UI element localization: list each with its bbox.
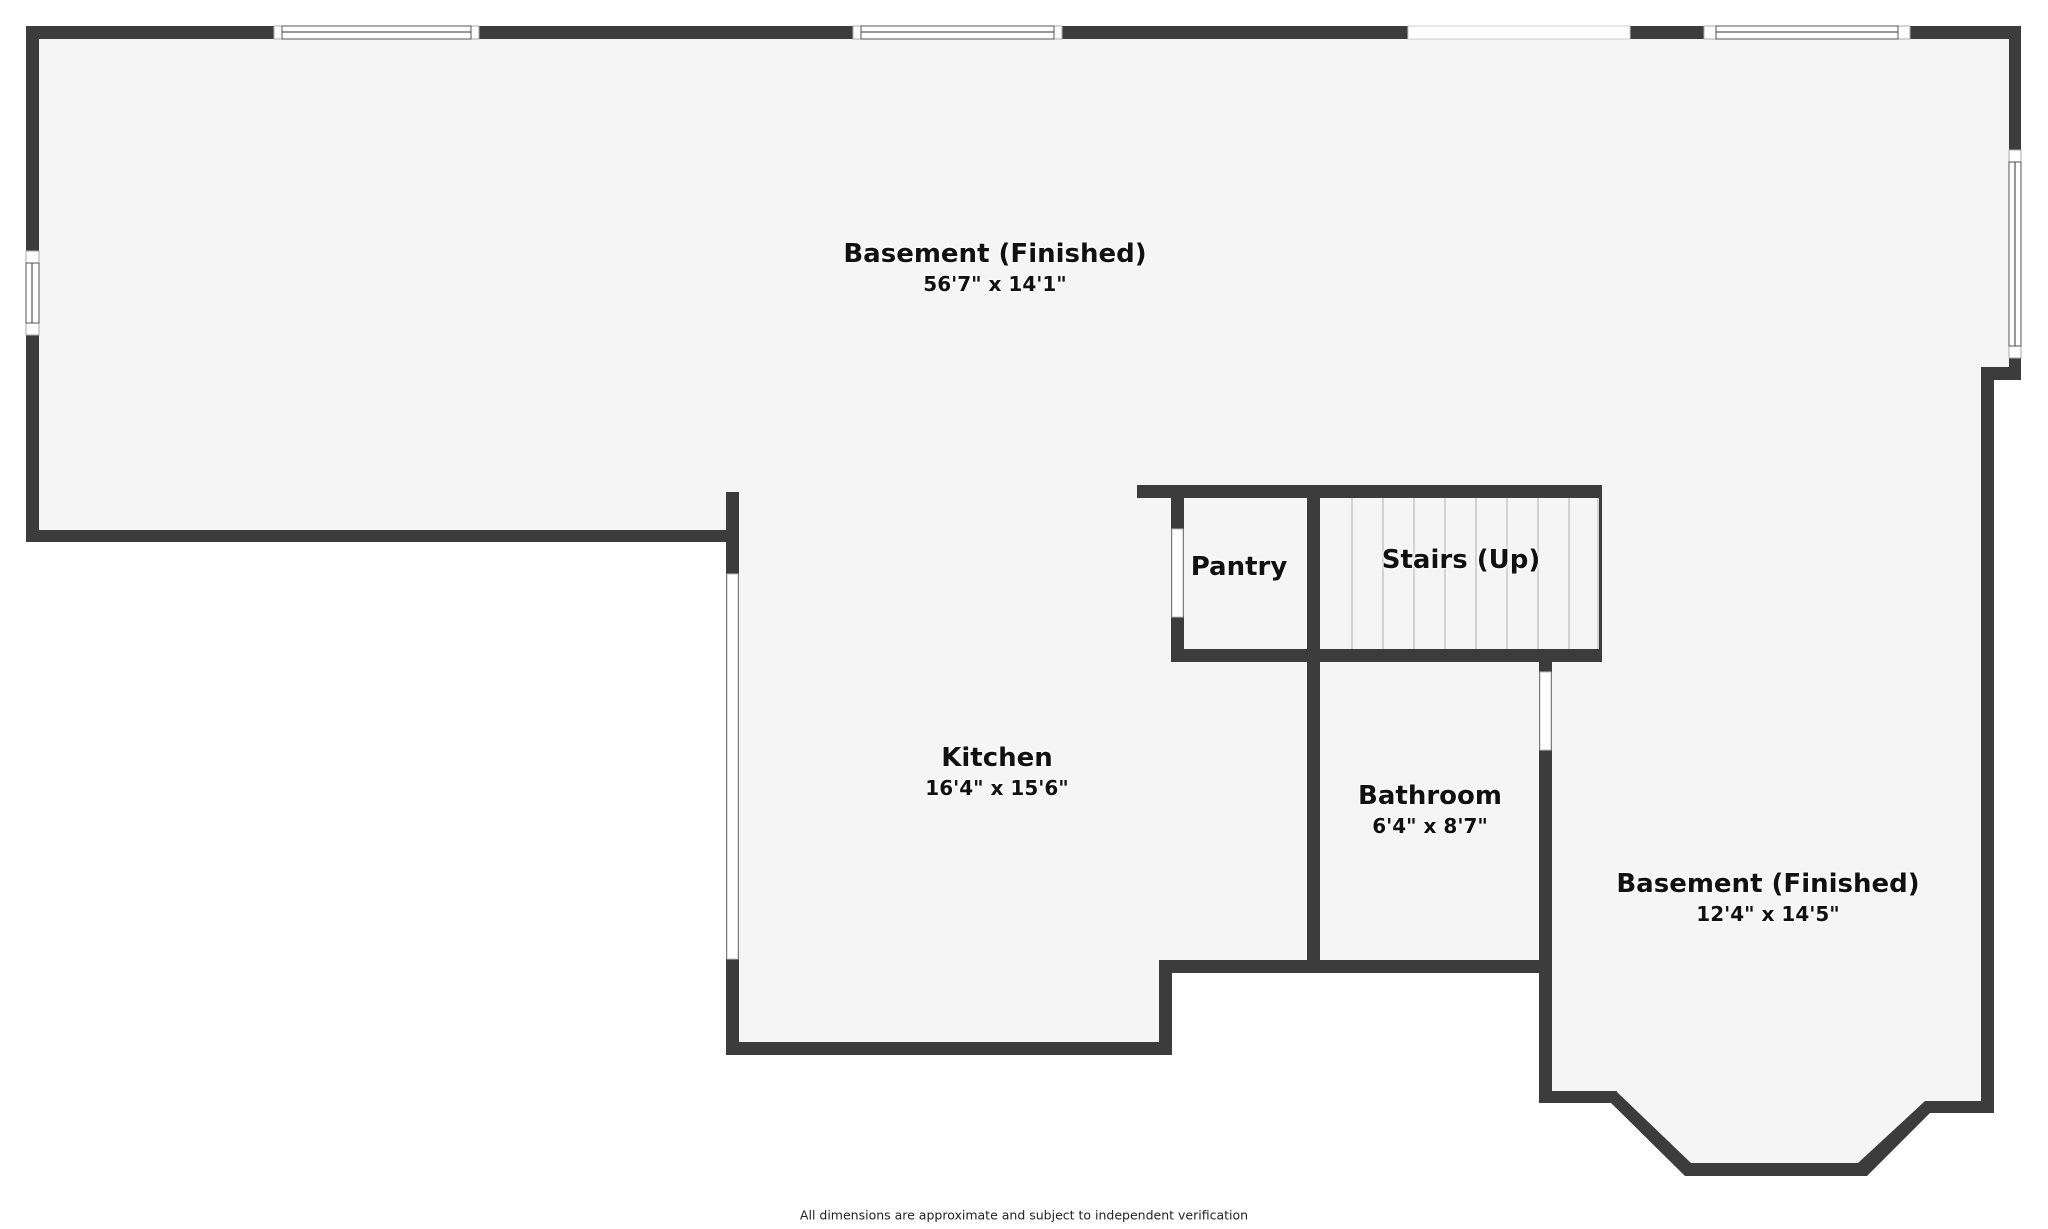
wall-middle <box>1307 485 1320 973</box>
room-label-basement-secondary: Basement (Finished) 12'4" x 14'5" <box>1616 868 1919 928</box>
stair-treads <box>1351 498 1599 649</box>
wall-stairs-right <box>1599 485 1602 662</box>
room-label-kitchen: Kitchen 16'4" x 15'6" <box>925 742 1068 802</box>
disclaimer-footer: All dimensions are approximate and subje… <box>799 1207 1249 1223</box>
floor-area <box>32 32 2015 1170</box>
wall-kitchen-bottom <box>726 1042 1172 1055</box>
wall-kitchen-step <box>1159 960 1172 1055</box>
wall-basement2-bottom-left <box>1539 1091 1617 1103</box>
wall-bay-right-diagonal <box>1858 1101 1935 1176</box>
door-bathroom <box>1539 671 1552 751</box>
wall-bath-bottom <box>1159 960 1552 973</box>
wall-right-lower <box>1981 367 1994 1113</box>
room-label-stairs: Stairs (Up) <box>1382 544 1540 576</box>
room-name: Basement (Finished) <box>843 239 1147 269</box>
room-name: Bathroom <box>1358 781 1502 811</box>
wall-bay-right-step <box>1925 1101 1994 1113</box>
room-name: Kitchen <box>941 743 1053 773</box>
opening-kitchen-left <box>726 573 739 960</box>
window-right <box>2008 149 2022 359</box>
room-label-pantry: Pantry <box>1191 551 1288 583</box>
room-label-basement-main: Basement (Finished) 56'7" x 14'1" <box>843 238 1146 298</box>
window-top-1 <box>273 25 480 40</box>
opening-top <box>1407 25 1631 40</box>
wall-bay-left-diagonal <box>1608 1092 1691 1176</box>
wall-bath-right <box>1539 649 1552 1103</box>
room-dimensions: 6'4" x 8'7" <box>1372 814 1488 838</box>
windows <box>25 25 2022 960</box>
wall-bay-bottom <box>1685 1163 1867 1176</box>
wall-stairs-bottom <box>1171 649 1602 662</box>
room-name: Pantry <box>1190 552 1288 582</box>
window-left <box>25 250 40 336</box>
room-dimensions: 12'4" x 14'5" <box>1696 902 1840 926</box>
room-dimensions: 56'7" x 14'1" <box>923 272 1067 296</box>
room-name: Stairs (Up) <box>1381 545 1541 575</box>
window-top-2 <box>852 25 1063 40</box>
door-pantry <box>1171 528 1184 618</box>
room-dimensions: 16'4" x 15'6" <box>925 776 1069 800</box>
window-top-3 <box>1703 25 1911 40</box>
wall-basement-bottom <box>26 530 739 542</box>
room-name: Basement (Finished) <box>1616 869 1920 899</box>
wall-stairs-top <box>1137 485 1602 498</box>
room-label-bathroom: Bathroom 6'4" x 8'7" <box>1358 780 1502 840</box>
